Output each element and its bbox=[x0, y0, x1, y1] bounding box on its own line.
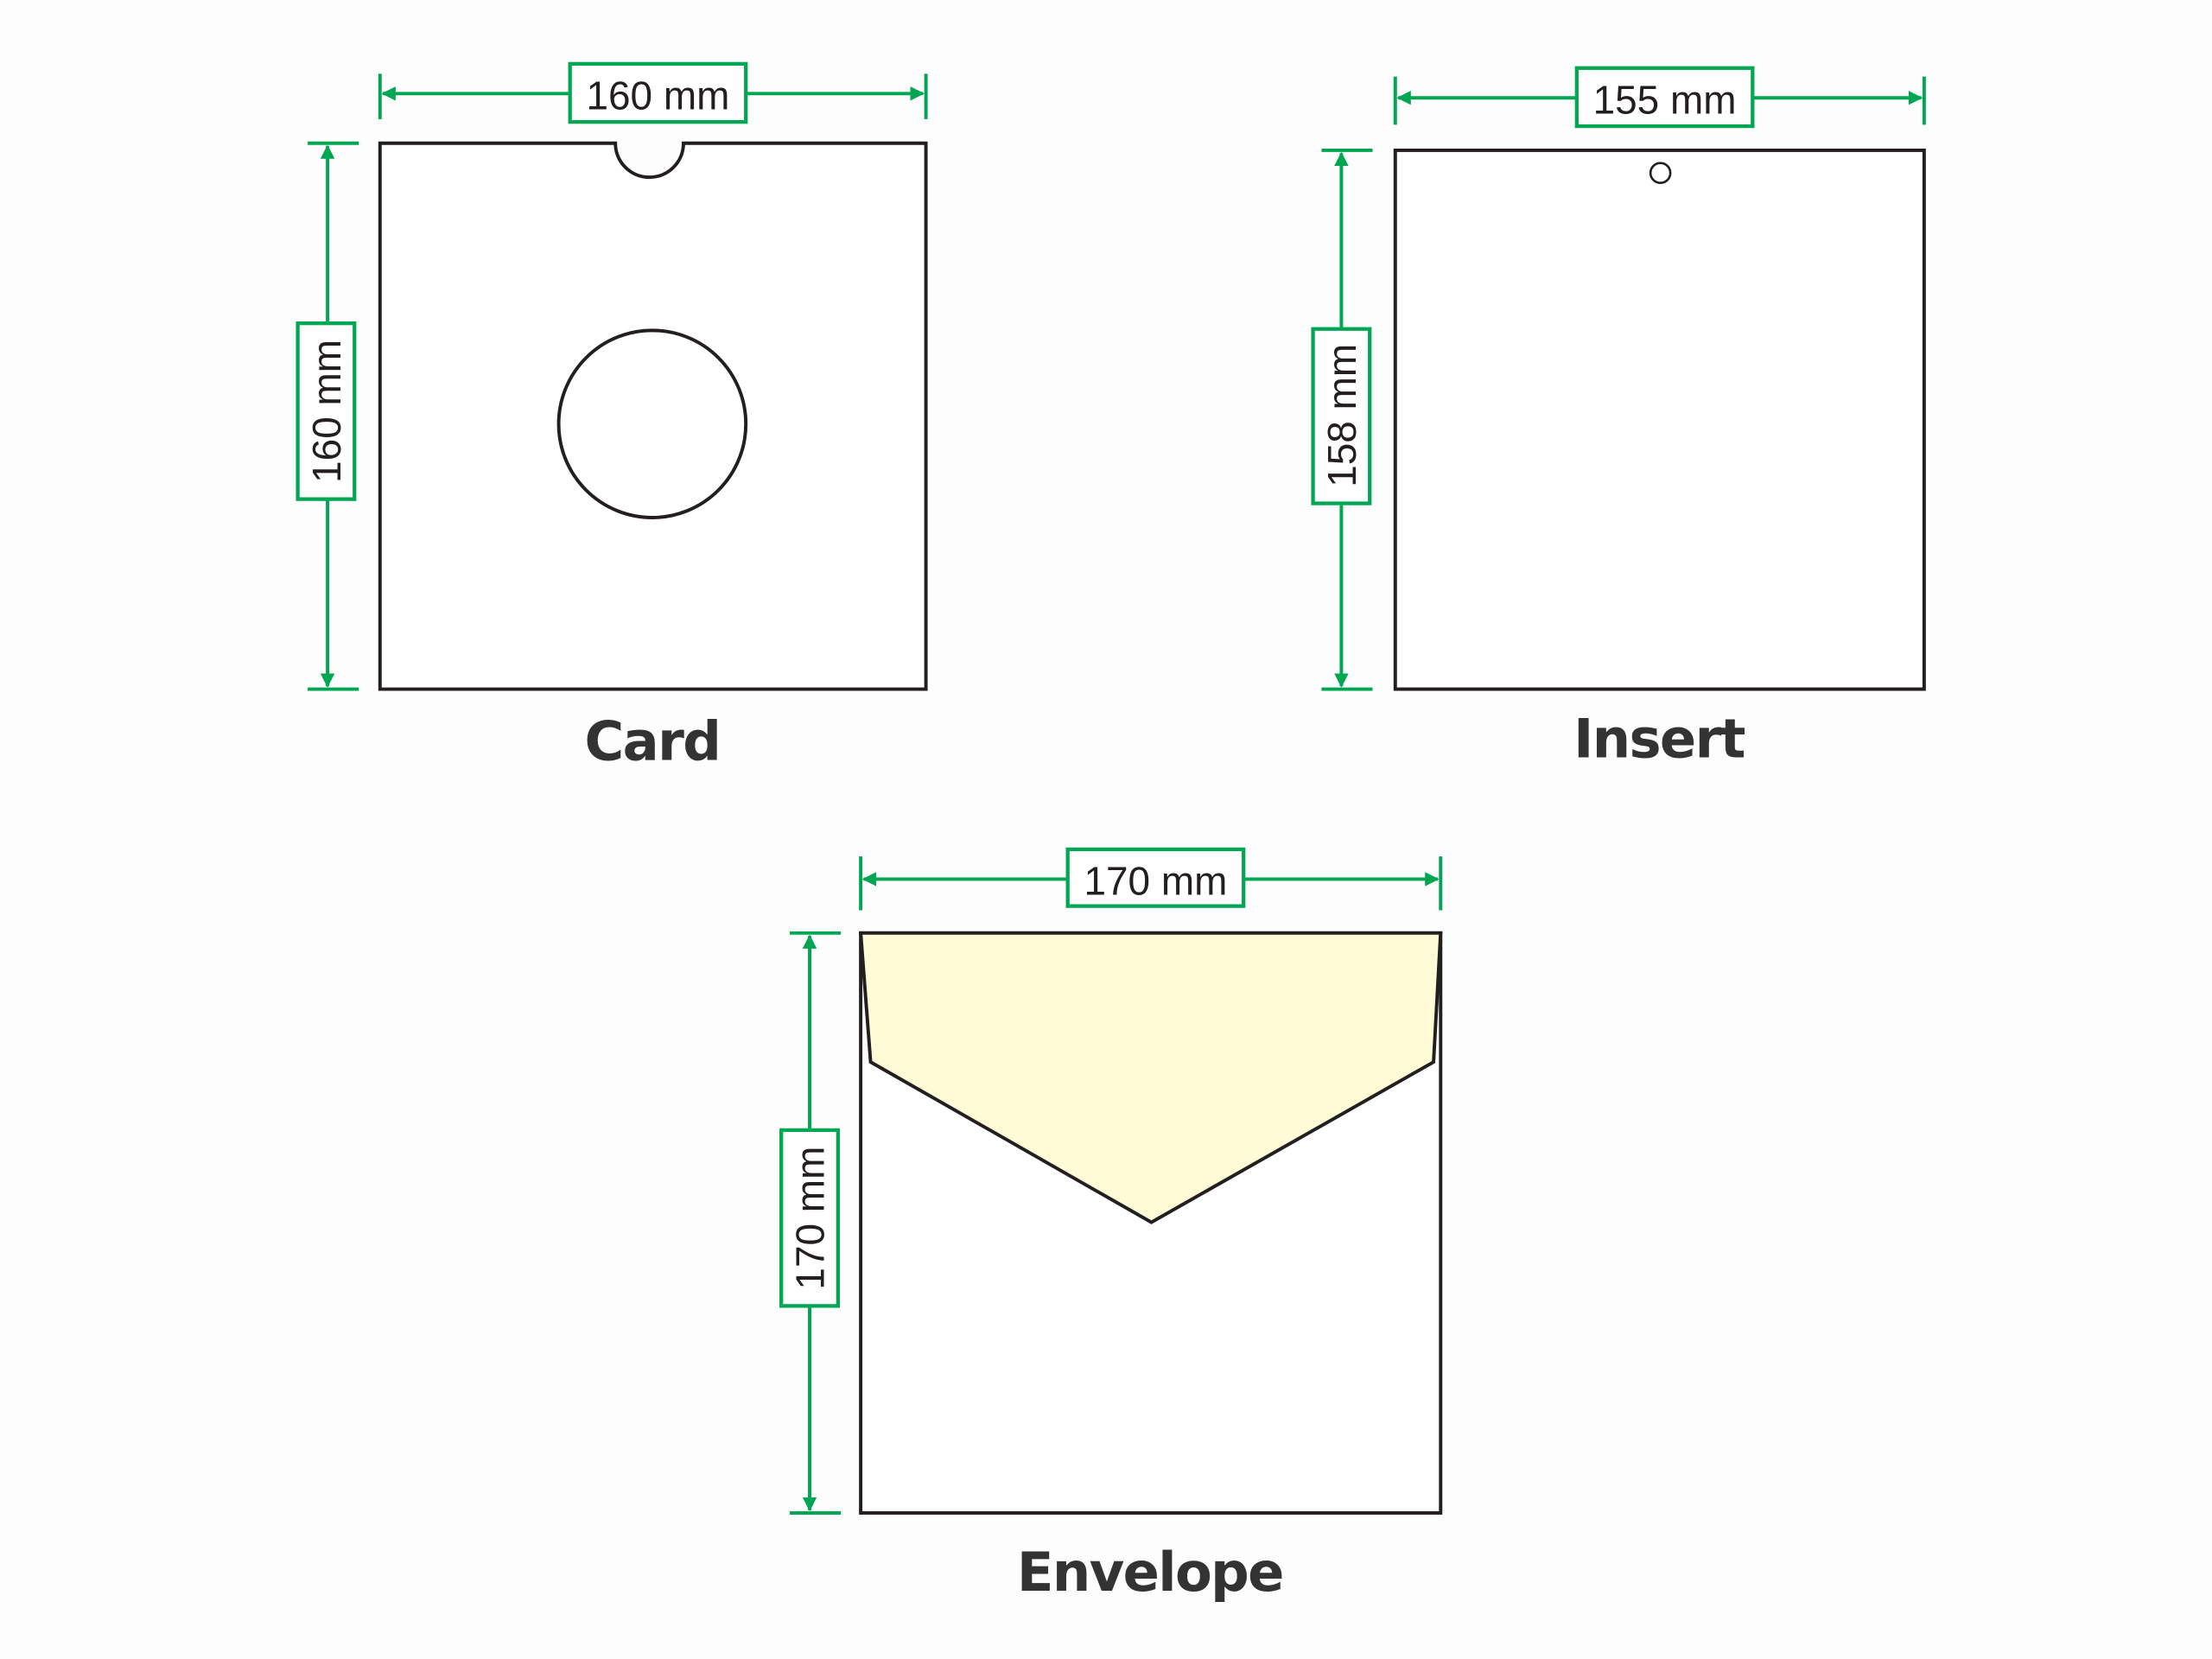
insert-width-dimension: 155 mm bbox=[1393, 66, 1926, 129]
envelope-title: Envelope bbox=[1017, 1541, 1283, 1604]
insert-height-label: 158 mm bbox=[1319, 344, 1364, 487]
insert-height-dimension: 158 mm bbox=[1311, 148, 1373, 691]
insert-title: Insert bbox=[1573, 707, 1745, 770]
card-title: Card bbox=[585, 710, 721, 773]
envelope-width-dimension: 170 mm bbox=[859, 847, 1443, 911]
envelope-height-dimension: 170 mm bbox=[779, 931, 842, 1515]
envelope-flap bbox=[858, 931, 1443, 1224]
card-height-label: 160 mm bbox=[304, 340, 349, 483]
card-width-dimension: 160 mm bbox=[378, 61, 928, 124]
insert-width-label: 155 mm bbox=[1593, 77, 1737, 122]
card-diagram: 160 mm 160 mm Card bbox=[296, 61, 928, 773]
envelope-height-label: 170 mm bbox=[787, 1147, 832, 1290]
insert-outline bbox=[1393, 148, 1926, 691]
card-window-circle bbox=[556, 328, 748, 519]
card-height-dimension: 160 mm bbox=[296, 141, 359, 691]
envelope-width-label: 170 mm bbox=[1084, 858, 1227, 903]
insert-diagram: 155 mm 158 mm Insert bbox=[1311, 66, 1926, 770]
card-width-label: 160 mm bbox=[586, 73, 729, 118]
envelope-diagram: 170 mm 170 mm Envelope bbox=[779, 847, 1443, 1604]
insert-hole bbox=[1649, 162, 1672, 185]
